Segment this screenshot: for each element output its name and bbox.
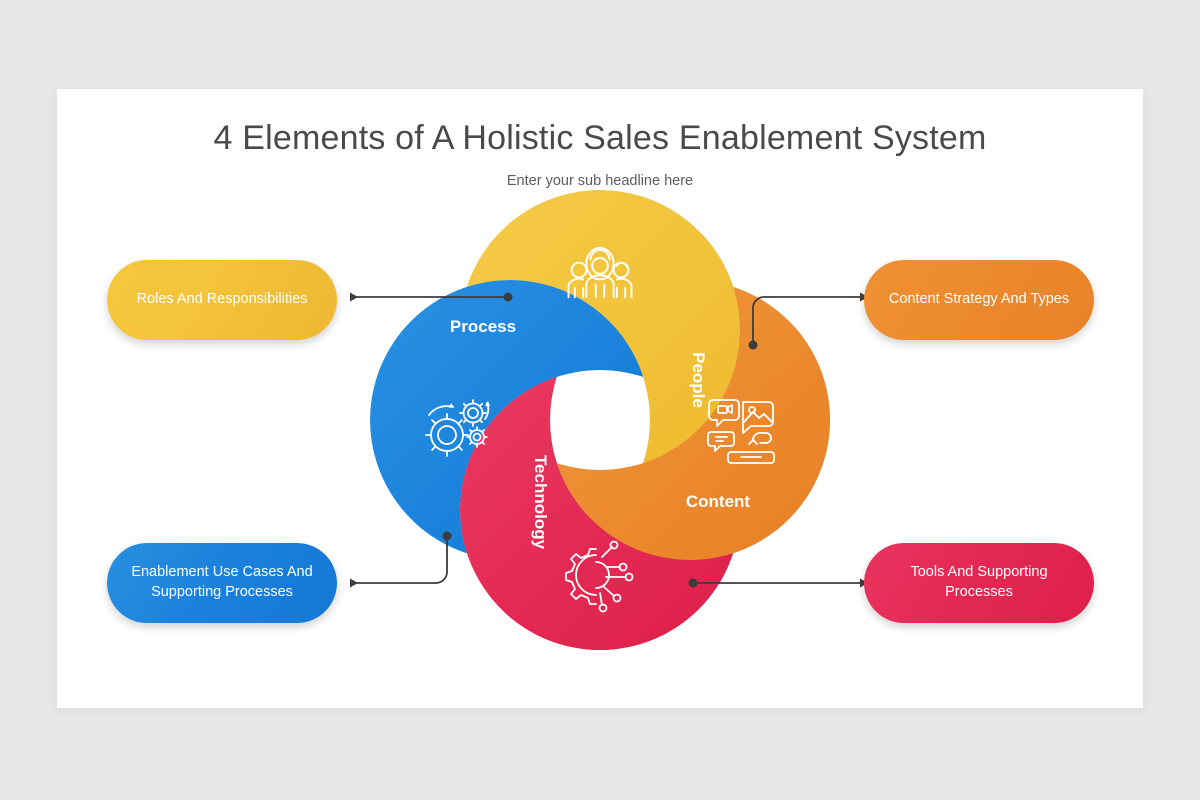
petal-label-content: Content [686,492,751,511]
callout-label: Roles And Responsibilities [136,291,308,308]
petal-label-people: People [689,352,708,408]
callout-enablement-use-cases[interactable]: Enablement Use Cases And Supporting Proc… [107,543,337,623]
callout-label: Tools And Supporting Processes [910,564,1048,600]
content-media-icon [707,399,775,464]
page-title: 4 Elements of A Holistic Sales Enablemen… [213,119,987,157]
page-subtitle: Enter your sub headline here [506,173,694,189]
petal-label-process: Process [450,317,516,336]
callout-roles-and-responsibilities[interactable]: Roles And Responsibilities [107,260,337,340]
people-group-icon [567,247,633,299]
callout-label: Content Strategy And Types [888,291,1070,308]
callout-label: Enablement Use Cases And Supporting Proc… [131,564,313,600]
callout-content-strategy-and-types[interactable]: Content Strategy And Types [864,260,1094,340]
pinwheel-diagram: Process People Content Technology [320,150,880,670]
petal-label-technology: Technology [531,455,550,550]
petal-process[interactable] [370,280,650,560]
tech-gear-circuit-icon [565,540,634,613]
callout-tools-and-supporting-processes[interactable]: Tools And Supporting Processes [864,543,1094,623]
gears-process-icon [425,399,490,457]
